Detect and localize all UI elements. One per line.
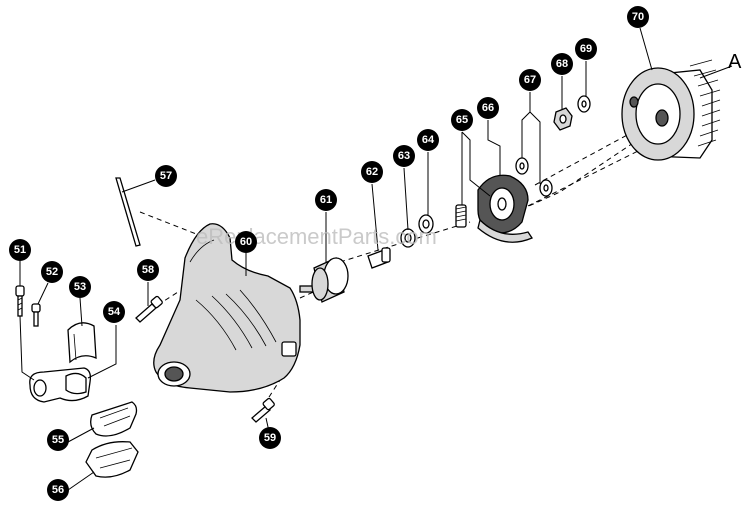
part-60-clutch-housing: [153, 223, 301, 393]
svg-text:59: 59: [264, 432, 276, 444]
callout-70: 70: [627, 6, 649, 28]
part-59-screw: [251, 397, 275, 423]
callout-63: 63: [393, 145, 415, 167]
part-51-screw: [15, 285, 25, 317]
part-68-nut: [553, 107, 573, 131]
callout-67: 67: [519, 69, 541, 91]
svg-text:68: 68: [556, 58, 568, 70]
svg-text:58: 58: [142, 264, 154, 276]
svg-text:53: 53: [74, 281, 86, 293]
part-53-sleeve: [67, 322, 97, 364]
callout-62: 62: [361, 161, 383, 183]
svg-text:65: 65: [456, 114, 468, 126]
svg-text:54: 54: [108, 306, 121, 318]
callout-55: 55: [47, 429, 69, 451]
part-52-screw: [31, 303, 41, 327]
callout-56: 56: [47, 479, 69, 501]
svg-text:62: 62: [366, 166, 378, 178]
callout-65: 65: [451, 109, 473, 131]
callout-53: 53: [69, 276, 91, 298]
callout-57: 57: [155, 165, 177, 187]
callout-51: 51: [9, 239, 31, 261]
callout-58: 58: [137, 259, 159, 281]
svg-text:70: 70: [632, 11, 644, 23]
part-57-gasket: [115, 177, 141, 247]
callout-69: 69: [575, 38, 597, 60]
svg-text:55: 55: [52, 434, 64, 446]
svg-text:69: 69: [580, 43, 592, 55]
svg-text:60: 60: [240, 236, 252, 248]
svg-text:63: 63: [398, 150, 410, 162]
part-66-clutch-assembly: [477, 174, 533, 243]
reference-letter: A: [728, 51, 742, 73]
part-58-screw: [135, 295, 163, 323]
part-69-washer: [577, 95, 591, 113]
callout-61: 61: [315, 189, 337, 211]
callout-68: 68: [551, 53, 573, 75]
svg-text:52: 52: [46, 266, 58, 278]
part-55-clamp-half: [90, 401, 138, 437]
svg-text:67: 67: [524, 74, 536, 86]
svg-text:56: 56: [52, 484, 64, 496]
callout-52: 52: [41, 261, 63, 283]
svg-text:57: 57: [160, 170, 172, 182]
svg-text:61: 61: [320, 194, 332, 206]
svg-text:51: 51: [14, 244, 26, 256]
part-63-washer: [400, 228, 416, 248]
callout-66: 66: [477, 97, 499, 119]
part-56-clamp-half: [85, 441, 139, 478]
part-54-clamp: [29, 367, 92, 403]
part-64-washer: [418, 214, 434, 234]
watermark-text: eReplacementParts.com: [196, 224, 437, 249]
part-70-flywheel: [621, 59, 721, 161]
callout-64: 64: [417, 129, 439, 151]
part-61-clutch-drum: [299, 257, 349, 303]
callout-59: 59: [259, 427, 281, 449]
svg-text:64: 64: [422, 134, 435, 146]
callout-54: 54: [103, 301, 125, 323]
part-65-spring: [455, 204, 467, 228]
callout-60: 60: [235, 231, 257, 253]
part-62-bolt: [367, 247, 391, 269]
svg-text:66: 66: [482, 102, 494, 114]
